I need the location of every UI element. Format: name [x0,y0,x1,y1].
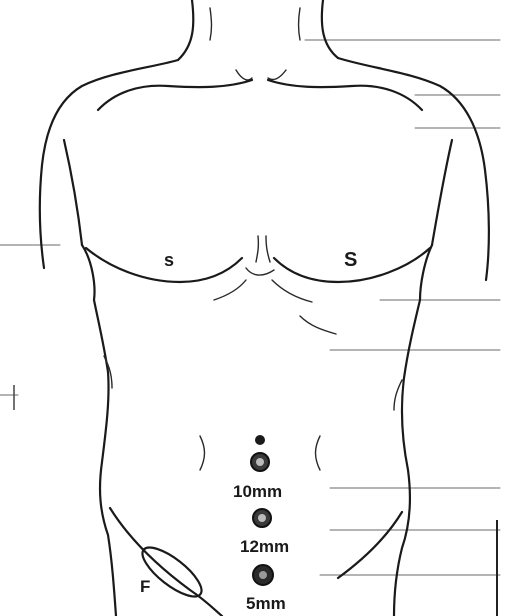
port-10mm-center [256,458,264,466]
nipple-mark-right: S [344,249,357,271]
waist-mark-left [200,436,205,470]
torso-left-outline [40,60,178,616]
inguinal-line-left [110,508,222,616]
port-5mm-label: 5mm [246,594,286,613]
rib-margin-right [272,280,312,302]
neck-right-outline [322,0,338,58]
neck-left-outline [178,0,193,60]
umbilicus-marker [255,435,265,445]
sternum-marks [246,236,274,275]
sternal-notch [236,70,286,80]
clavicle-left [98,80,252,110]
incision-label: F [140,577,150,596]
nipple-mark-left: s [164,250,174,270]
port-5mm-center [259,571,267,579]
background-scan-marks [0,40,500,616]
flank-mark-right [394,380,402,410]
port-12mm-label: 12mm [240,537,289,556]
port-10mm-label: 10mm [233,482,282,501]
rib-margin-left [214,280,246,300]
inguinal-line-right [338,512,402,578]
port-sites: 10mm 12mm 5mm [233,435,289,613]
waist-mark-right [316,436,321,470]
clavicle-right [268,80,422,110]
armpit-right [432,140,452,245]
abdominal-ridge [300,316,336,334]
torso-right-outline [338,58,489,616]
port-12mm-center [258,514,266,522]
armpit-left [64,140,82,245]
neck-center-marks [210,8,300,40]
